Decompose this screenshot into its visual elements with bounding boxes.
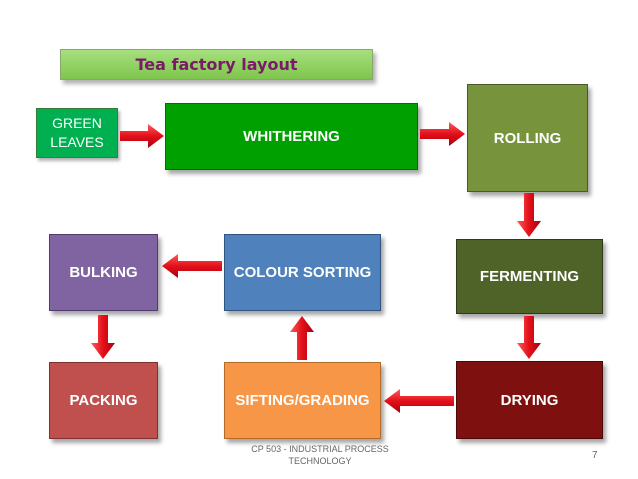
step-green-leaves: GREEN LEAVES xyxy=(36,108,118,158)
arrow-down-icon xyxy=(517,316,541,359)
footer-course-label: CP 503 - INDUSTRIAL PROCESS TECHNOLOGY xyxy=(251,444,389,466)
step-withering-label: WHITHERING xyxy=(243,128,340,145)
step-fermenting: FERMENTING xyxy=(456,239,603,314)
step-packing: PACKING xyxy=(49,362,158,439)
step-packing-label: PACKING xyxy=(69,392,138,409)
arrow-right-icon xyxy=(120,124,164,148)
arrow-down-icon xyxy=(91,315,115,359)
step-fermenting-label: FERMENTING xyxy=(479,268,580,285)
arrow-left-icon xyxy=(162,254,222,278)
arrow-down-icon xyxy=(517,193,541,237)
step-drying-label: DRYING xyxy=(500,391,559,409)
step-green-leaves-label: GREEN LEAVES xyxy=(50,115,104,150)
arrow-up-icon xyxy=(290,316,314,360)
arrow-right-icon xyxy=(420,122,465,146)
arrow-left-icon xyxy=(384,389,454,413)
step-rolling: ROLLING xyxy=(467,84,588,192)
step-bulking: BULKING xyxy=(49,234,158,311)
step-sifting-grading: SIFTING/GRADING xyxy=(224,362,381,439)
page-number: 7 xyxy=(592,450,598,461)
step-colour-sorting: COLOUR SORTING xyxy=(224,234,381,311)
step-drying: DRYING xyxy=(456,361,603,439)
step-sifting-grading-label: SIFTING/GRADING xyxy=(235,392,370,409)
step-rolling-label: ROLLING xyxy=(493,129,562,147)
step-colour-sorting-label: COLOUR SORTING xyxy=(233,264,372,281)
page-title: Tea factory layout xyxy=(60,49,373,80)
step-bulking-label: BULKING xyxy=(69,264,138,281)
step-withering: WHITHERING xyxy=(165,103,418,170)
